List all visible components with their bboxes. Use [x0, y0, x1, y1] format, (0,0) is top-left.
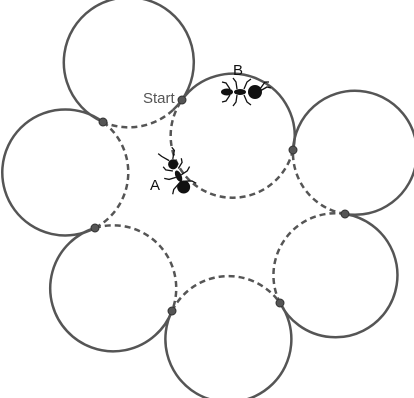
junction-dot — [341, 210, 349, 218]
circle-bottom-left — [50, 225, 176, 351]
ant-a-label: A — [150, 177, 160, 194]
circle-top-right — [293, 91, 414, 215]
junction-points — [91, 96, 349, 315]
circle-top-left — [64, 0, 194, 127]
start-label: Start — [143, 90, 176, 107]
junction-dot — [99, 118, 107, 126]
ant-b-label: B — [233, 62, 243, 79]
circle-right — [273, 213, 397, 337]
junction-dot — [168, 307, 176, 315]
start-junction-dot — [178, 96, 186, 104]
circle-left — [2, 109, 128, 235]
junction-dot — [289, 146, 297, 154]
junction-dot — [276, 299, 284, 307]
ant-a-icon — [154, 144, 199, 199]
circle-bottom — [165, 276, 291, 398]
junction-dot — [91, 224, 99, 232]
